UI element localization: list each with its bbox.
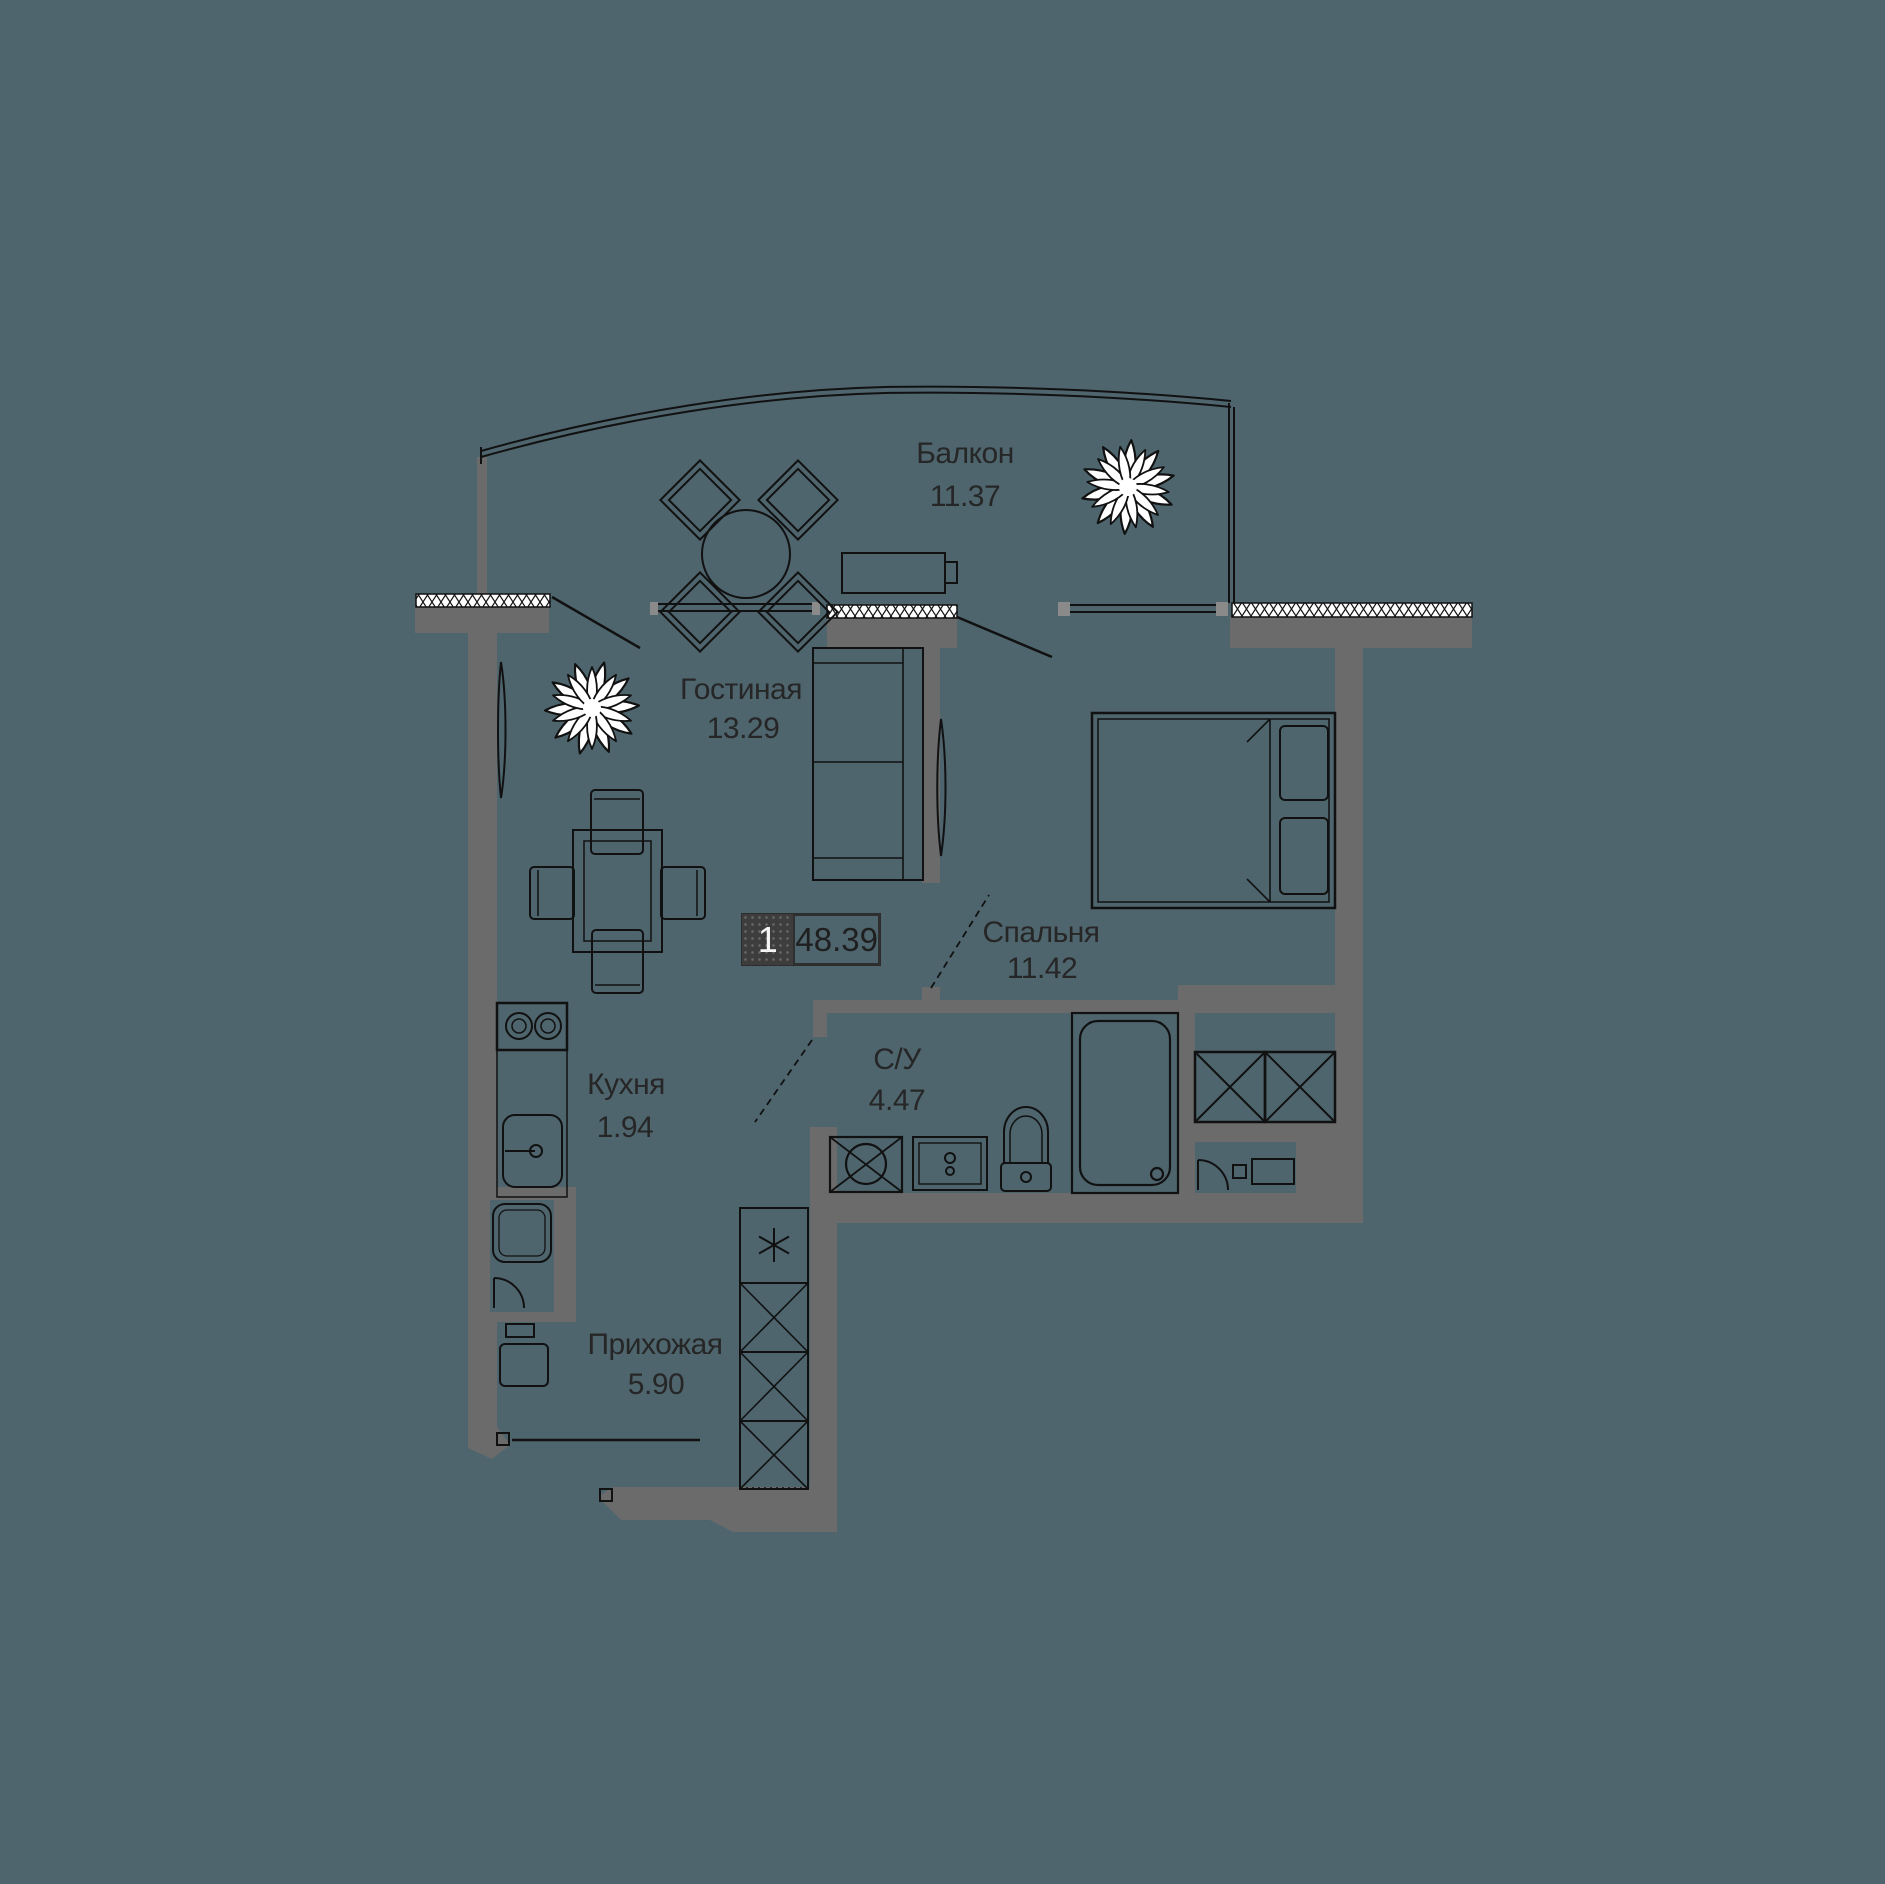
sofa	[812, 647, 924, 881]
plant-icon	[533, 649, 651, 767]
snowflake-icon	[758, 1228, 790, 1262]
room-area-bedroom: 11.42	[1006, 952, 1078, 985]
windows	[650, 602, 1228, 616]
room-label-kitchen: Кухня	[587, 1068, 665, 1101]
vent-shaft-icon	[1193, 1050, 1337, 1124]
kitchen-counter	[495, 1001, 569, 1198]
room-area-kitchen: 1.94	[596, 1111, 654, 1144]
bed	[1090, 711, 1337, 910]
unit-total-area: 48.39	[793, 914, 880, 965]
room-label-hallway: Прихожая	[587, 1328, 723, 1361]
room-area-balcony: 11.37	[929, 480, 1001, 513]
balcony-ac-unit	[841, 552, 958, 594]
balcony-door-bedroom	[956, 615, 1053, 659]
shaft-niche-fixtures	[1197, 1158, 1295, 1191]
plant-icon	[1050, 409, 1206, 565]
wardrobe	[739, 1207, 810, 1490]
balcony-table-set	[658, 458, 840, 654]
room-label-bedroom: Спальня	[982, 916, 1100, 949]
bedroom-door	[930, 894, 990, 989]
balcony-railing	[480, 385, 1235, 603]
window-sills	[415, 593, 1473, 619]
room-area-bathroom: 4.47	[868, 1084, 926, 1117]
dining-table-set	[529, 789, 706, 994]
room-area-living: 13.29	[706, 712, 780, 745]
room-label-living: Гостиная	[680, 673, 802, 706]
unit-badge: 1 48.39	[741, 913, 881, 966]
bath-sink-icon	[912, 1136, 988, 1191]
door-swings	[496, 595, 1053, 1502]
toilet-icon	[1000, 1106, 1052, 1192]
room-area-hallway: 5.90	[627, 1368, 685, 1401]
bathroom-fixtures	[828, 1011, 1180, 1195]
bedroom-tv-icon	[936, 718, 947, 857]
unit-rooms-count: 1	[742, 914, 794, 965]
washing-machine-icon	[828, 1135, 904, 1194]
room-label-balcony: Балкон	[916, 437, 1014, 470]
balcony-door-living	[551, 595, 641, 650]
kitchen-sink-icon	[502, 1114, 563, 1188]
stove-icon	[495, 1001, 569, 1052]
bathtub-icon	[1070, 1011, 1180, 1195]
bathroom-door	[754, 1039, 813, 1123]
utility-niche-fixtures	[492, 1203, 552, 1387]
wall-niches	[490, 1142, 1296, 1312]
pillow-icon	[1279, 725, 1329, 801]
pillow-icon	[1279, 817, 1329, 895]
living-tv-icon	[497, 661, 507, 799]
room-label-bathroom: С/У	[873, 1043, 921, 1076]
